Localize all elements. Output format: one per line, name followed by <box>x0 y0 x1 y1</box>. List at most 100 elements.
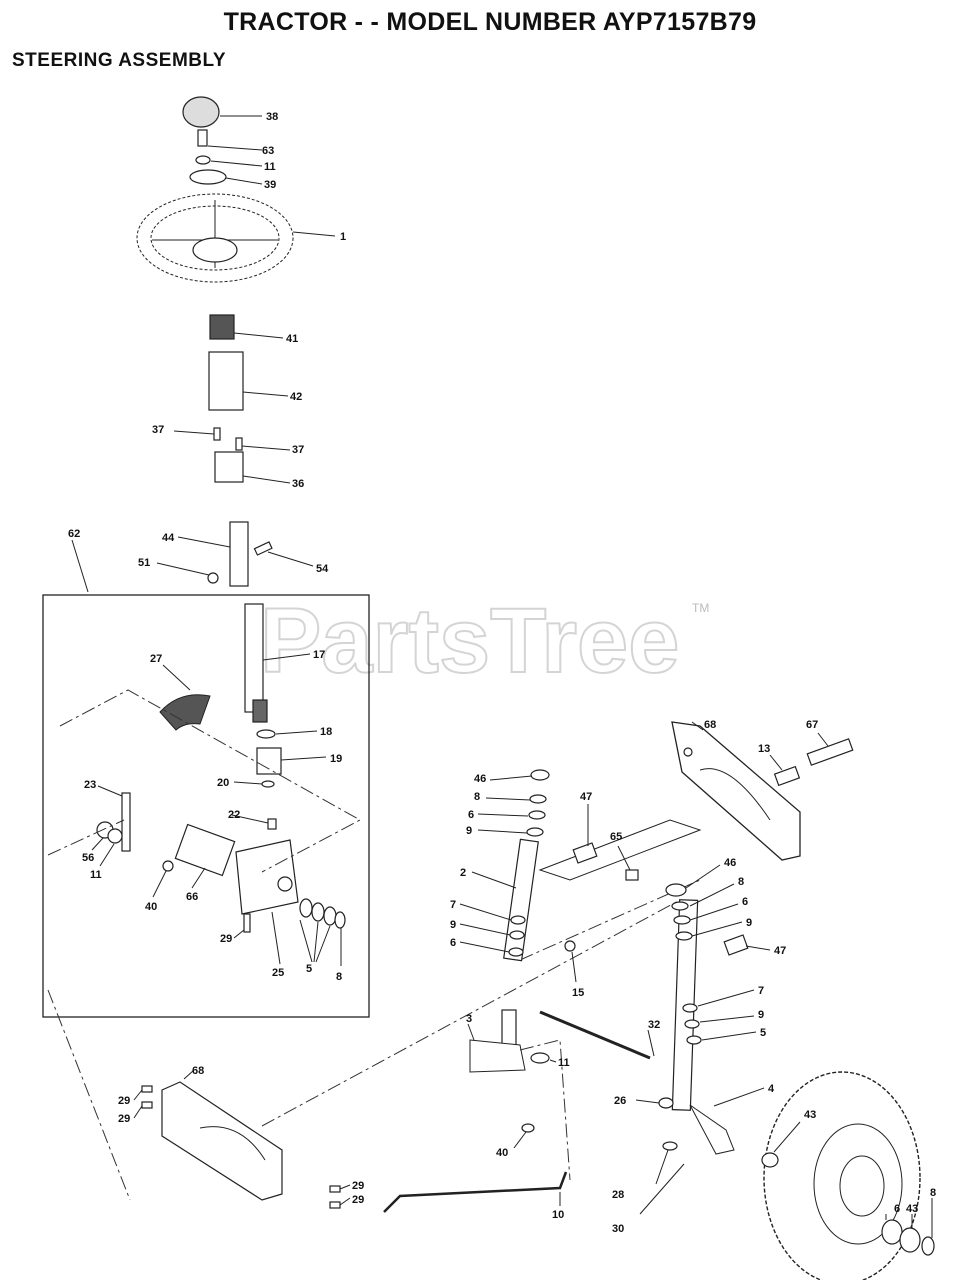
callout-67: 67 <box>806 719 818 731</box>
steering-arm-3 <box>467 1009 526 1073</box>
callout-11: 11 <box>90 869 102 881</box>
callout-4: 4 <box>768 1083 775 1095</box>
callout-29: 29 <box>118 1113 130 1125</box>
callout-9: 9 <box>466 825 472 837</box>
washer-11-box <box>99 828 123 867</box>
bracket-23 <box>97 785 131 852</box>
callout-32: 32 <box>648 1019 660 1031</box>
callout-7: 7 <box>450 899 456 911</box>
bolt-63 <box>197 129 263 151</box>
pin-65 <box>617 845 639 881</box>
callout-38: 38 <box>266 111 278 123</box>
callout-25: 25 <box>272 967 284 979</box>
callout-23: 23 <box>84 779 96 791</box>
callout-6: 6 <box>894 1203 900 1215</box>
callout-46: 46 <box>724 857 736 869</box>
callout-29: 29 <box>220 933 232 945</box>
callout-6: 6 <box>450 937 456 949</box>
washer-11-top <box>195 155 263 167</box>
alignment-line-box-a <box>59 689 362 873</box>
callout-40: 40 <box>145 901 157 913</box>
front-wheel <box>763 1071 921 1280</box>
callout-65: 65 <box>610 831 622 843</box>
watermark-text: PartsTree <box>260 590 679 692</box>
callout-13: 13 <box>758 743 770 755</box>
pin-30 <box>639 1163 685 1215</box>
gear-41 <box>209 314 284 340</box>
washer-20 <box>233 780 275 788</box>
callout-18: 18 <box>320 726 332 738</box>
coupler-36 <box>214 451 291 484</box>
washer-43-outer <box>881 1198 935 1256</box>
steering-wheel-1 <box>136 193 336 283</box>
subassembly-62-box <box>42 539 370 1018</box>
washer-11-lower <box>530 1052 557 1064</box>
alignment-line-diag <box>261 899 681 1127</box>
callout-47: 47 <box>774 945 786 957</box>
shaft-44 <box>177 521 249 587</box>
bolts-29-bottom <box>329 1184 351 1209</box>
callout-30: 30 <box>612 1223 624 1235</box>
callout-68: 68 <box>192 1065 204 1077</box>
callout-47: 47 <box>580 791 592 803</box>
watermark-tm: TM <box>692 601 709 615</box>
callout-27: 27 <box>150 653 162 665</box>
watermark: PartsTree TM <box>259 589 709 693</box>
bushing-47-right <box>723 934 771 956</box>
alignment-line-long <box>47 989 131 1201</box>
washer-43-inner <box>761 1121 801 1168</box>
spacer-13 <box>769 754 801 787</box>
nut-26 <box>635 1097 674 1109</box>
callout-2: 2 <box>460 867 466 879</box>
bushings-left-spindle <box>459 769 550 957</box>
callout-19: 19 <box>330 753 342 765</box>
bolt-29-box <box>233 913 251 939</box>
callout-66: 66 <box>186 891 198 903</box>
callout-40: 40 <box>496 1147 508 1159</box>
pin-37-left <box>173 427 221 441</box>
callout-6: 6 <box>468 809 474 821</box>
callout-6: 6 <box>742 896 748 908</box>
bolt-40-box <box>152 860 174 898</box>
axle-bracket-68-left <box>161 1069 283 1201</box>
callout-41: 41 <box>286 333 298 345</box>
callout-10: 10 <box>552 1209 564 1221</box>
callout-56: 56 <box>82 852 94 864</box>
bolt-40-lower <box>513 1123 535 1149</box>
tie-rod-32 <box>539 1010 655 1060</box>
bushing-66 <box>174 823 236 889</box>
callout-54: 54 <box>316 563 329 575</box>
callout-9: 9 <box>758 1009 764 1021</box>
steering-cap-38 <box>182 96 262 128</box>
callout-labels: 38 63 11 39 1 41 42 37 37 36 44 51 54 62… <box>68 111 936 1235</box>
washer-28 <box>655 1141 678 1185</box>
callout-8: 8 <box>930 1187 936 1199</box>
bushing-47-left <box>572 804 598 864</box>
drag-link-10 <box>383 1171 568 1213</box>
bearing-19 <box>256 747 327 775</box>
nut-22 <box>231 814 277 830</box>
callout-39: 39 <box>264 179 276 191</box>
callout-5: 5 <box>306 963 312 975</box>
column-tube-42 <box>208 351 289 411</box>
callout-51: 51 <box>138 557 150 569</box>
support-25 <box>235 839 299 965</box>
washer-39 <box>189 169 263 185</box>
spindle-2 <box>471 838 539 962</box>
bolts-29-left <box>133 1085 153 1119</box>
bolt-51 <box>156 562 219 584</box>
callout-63: 63 <box>262 145 274 157</box>
callout-43: 43 <box>906 1203 918 1215</box>
callout-5: 5 <box>760 1027 766 1039</box>
callout-36: 36 <box>292 478 304 490</box>
callout-3: 3 <box>466 1013 472 1025</box>
axle-bracket-68-right <box>671 721 801 861</box>
bolt-15 <box>564 940 577 983</box>
alignment-line-box-b <box>47 819 125 856</box>
callout-15: 15 <box>572 987 584 999</box>
pinion-shaft-17 <box>244 603 311 723</box>
washer-18 <box>256 729 318 739</box>
callout-17: 17 <box>313 649 325 661</box>
callout-68: 68 <box>704 719 716 731</box>
callout-8: 8 <box>474 791 480 803</box>
